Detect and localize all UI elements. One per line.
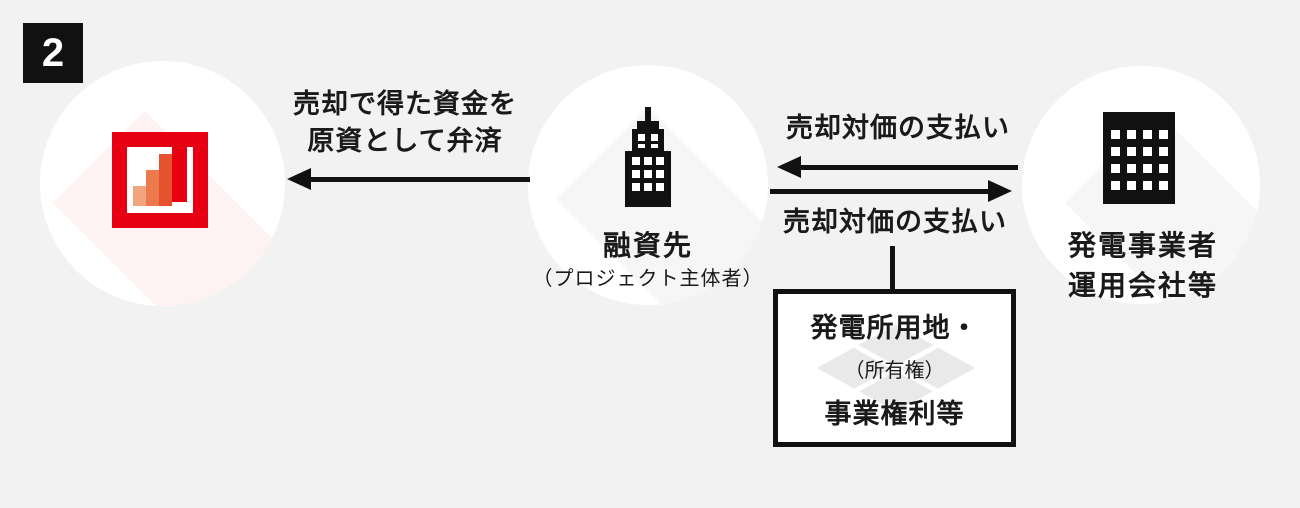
logo-bar-2 [146,170,159,206]
office-tower-icon [625,107,671,207]
borrower-subtitle: （プロジェクト主体者） [532,268,764,290]
step-number: 2 [41,30,65,75]
asset-box-line1: 発電所用地・ [810,312,979,343]
operator-title-line1: 発電事業者 [1067,230,1218,261]
asset-box-connector-line [890,246,895,292]
asset-box-line3: 事業権利等 [824,398,965,429]
repayment-label-line1: 売却で得た資金を [293,89,517,119]
office-building-icon [1103,112,1175,204]
payment-bottom-arrow-label: 売却対価の支払い [783,207,1007,237]
repayment-label-line2: 原資として弁済 [307,126,503,156]
operator-title-line2: 運用会社等 [1067,270,1218,301]
step-number-badge: 2 [23,23,83,83]
logo-bar-3 [159,154,172,206]
arrow-shaft [305,177,530,182]
payment-top-arrow-label: 売却対価の支払い [786,113,1010,143]
asset-box: 発電所用地・ （所有権） 事業権利等 [773,289,1016,447]
payment-bottom-arrow [770,180,1012,202]
payment-top-arrow [777,156,1018,178]
arrow-shaft [770,189,994,194]
repayment-arrow-label: 売却で得た資金を 原資として弁済 [255,86,555,160]
arrow-head-left-icon [287,168,311,190]
bank-bar-chart-logo-icon [112,132,208,228]
logo-bar-4 [172,132,187,202]
arrow-shaft [795,165,1018,170]
borrower-title: 融資先 [602,230,693,261]
arrow-head-left-icon [777,156,801,178]
logo-bar-1 [133,186,146,206]
arrow-head-right-icon [988,180,1012,202]
repayment-arrow [287,168,530,190]
asset-box-line2: （所有権） [844,359,945,382]
